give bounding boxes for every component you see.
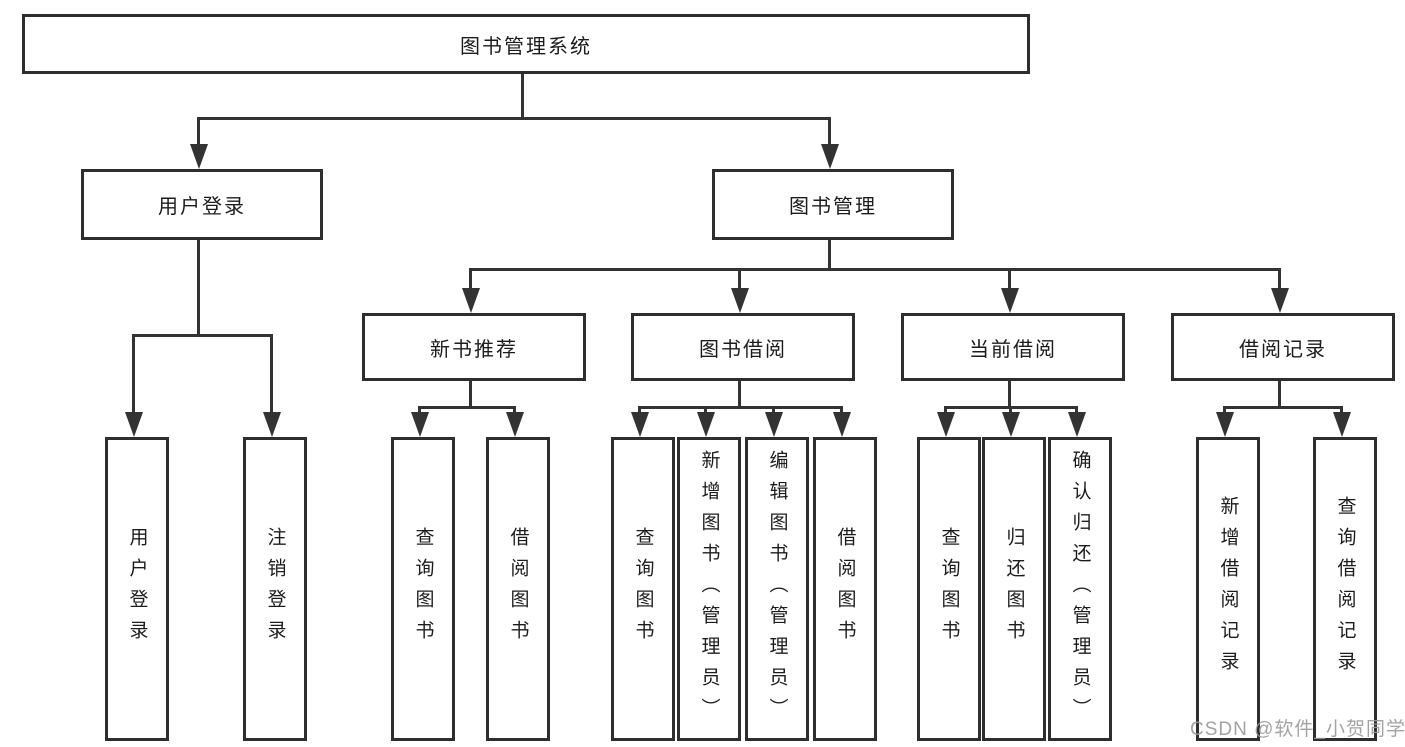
arrow-down-icon	[1068, 412, 1086, 437]
connector-line	[704, 406, 707, 414]
connector-line	[840, 406, 843, 414]
leaf-nbr-borrow-books: 借阅图书	[486, 437, 550, 741]
leaf-cb-confirm-return-admin: 确认归还（管理员）	[1048, 437, 1112, 741]
arrow-down-icon	[1271, 288, 1289, 313]
leaf-cb-query-books: 查询图书	[917, 437, 981, 741]
arrow-down-icon	[937, 412, 955, 437]
arrow-down-icon	[765, 412, 783, 437]
arrow-down-icon	[631, 412, 649, 437]
connector-line	[828, 117, 831, 145]
connector-line	[1340, 406, 1343, 414]
connector-line	[1009, 406, 1012, 414]
leaf-br-add-record: 新增借阅记录	[1196, 437, 1260, 741]
arrow-down-icon	[1216, 412, 1234, 437]
leaf-br-query-record: 查询借阅记录	[1313, 437, 1377, 741]
leaf-bb-edit-books-admin: 编辑图书（管理员）	[745, 437, 809, 741]
arrow-down-icon	[411, 412, 429, 437]
arrow-down-icon	[731, 288, 749, 313]
arrow-down-icon	[697, 412, 715, 437]
arrow-down-icon	[1001, 288, 1019, 313]
connector-line	[197, 117, 831, 120]
connector-line	[270, 334, 273, 414]
connector-line	[738, 375, 741, 409]
leaf-bb-add-books-admin: 新增图书（管理员）	[677, 437, 741, 741]
connector-line	[418, 406, 516, 409]
leaf-bb-query-books: 查询图书	[611, 437, 675, 741]
node-book-management: 图书管理	[712, 169, 954, 240]
connector-line	[1278, 375, 1281, 409]
connector-line	[944, 406, 947, 414]
connector-line	[638, 406, 843, 409]
connector-line	[1278, 268, 1281, 290]
node-new-book-recommend: 新书推荐	[362, 313, 586, 381]
connector-line	[738, 268, 741, 290]
connector-line	[638, 406, 641, 414]
arrow-down-icon	[821, 144, 839, 169]
arrow-down-icon	[462, 288, 480, 313]
leaf-user-login: 用户登录	[105, 437, 169, 741]
arrow-down-icon	[125, 412, 143, 437]
arrow-down-icon	[833, 412, 851, 437]
arrow-down-icon	[1333, 412, 1351, 437]
leaf-nbr-query-books: 查询图书	[391, 437, 455, 741]
arrow-down-icon	[506, 412, 524, 437]
arrow-down-icon	[1002, 412, 1020, 437]
connector-line	[1223, 406, 1343, 409]
connector-line	[418, 406, 421, 414]
leaf-cb-return-books: 归还图书	[982, 437, 1046, 741]
connector-line	[521, 68, 524, 120]
node-book-borrow: 图书借阅	[631, 313, 855, 381]
connector-line	[1008, 375, 1011, 409]
connector-line	[469, 375, 472, 409]
node-root: 图书管理系统	[22, 14, 1030, 74]
node-borrow-records: 借阅记录	[1171, 313, 1395, 381]
connector-line	[828, 234, 831, 270]
arrow-down-icon	[263, 412, 281, 437]
node-user-login: 用户登录	[81, 169, 323, 240]
connector-line	[1075, 406, 1078, 414]
leaf-bb-borrow-books: 借阅图书	[813, 437, 877, 741]
connector-line	[1008, 268, 1011, 290]
connector-line	[197, 234, 200, 336]
csdn-watermark: CSDN @软件_小贺同学	[1190, 719, 1405, 740]
connector-line	[197, 117, 200, 145]
leaf-logout: 注销登录	[243, 437, 307, 741]
node-current-borrow: 当前借阅	[901, 313, 1125, 381]
connector-line	[1223, 406, 1226, 414]
connector-line	[132, 334, 273, 337]
connector-line	[469, 268, 1281, 271]
connector-line	[513, 406, 516, 414]
connector-line	[772, 406, 775, 414]
connector-line	[132, 334, 135, 414]
arrow-down-icon	[190, 144, 208, 169]
connector-line	[469, 268, 472, 290]
